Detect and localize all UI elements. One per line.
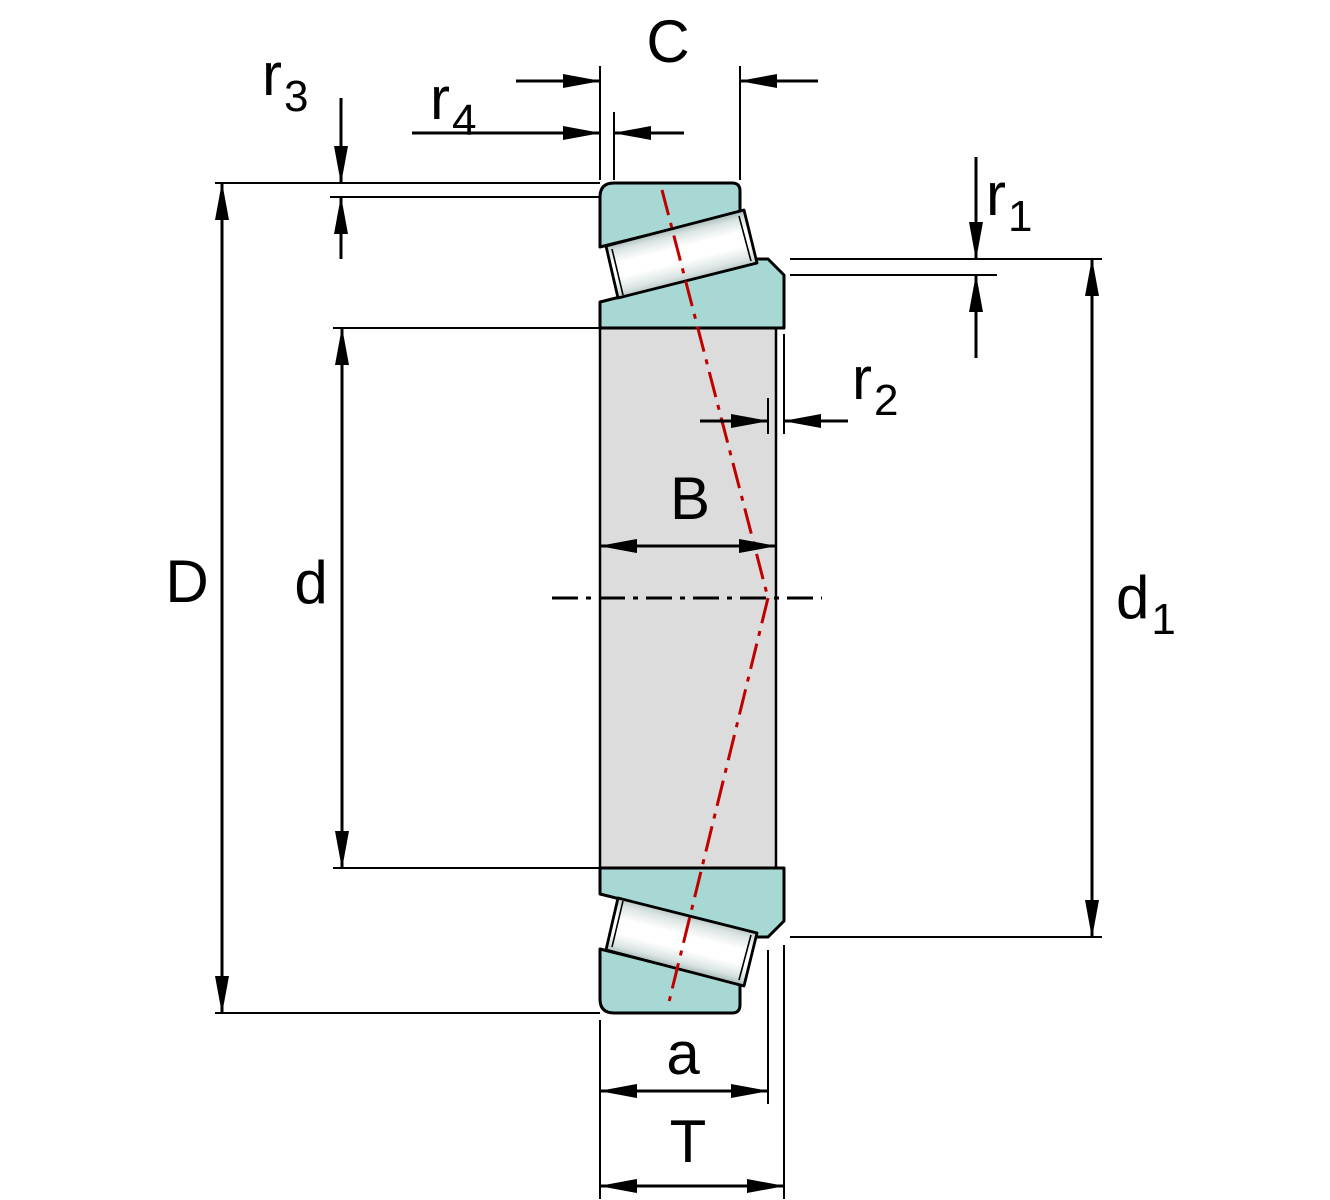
dim-label-T: T xyxy=(670,1108,707,1175)
pressure-line-top xyxy=(660,189,770,599)
dim-label-d: d xyxy=(294,549,327,616)
pressure-line-bottom xyxy=(666,597,770,1007)
dim-label-d1: d1 xyxy=(1116,564,1176,644)
roller-end-line xyxy=(738,934,752,981)
roller-end-line xyxy=(738,215,752,262)
tapered-roller-top xyxy=(604,208,759,300)
dim-label-r4: r4 xyxy=(430,65,476,145)
tapered-roller-bottom xyxy=(604,896,759,988)
roller-end-line xyxy=(611,248,624,296)
roller-end-line xyxy=(611,900,624,948)
dim-label-a: a xyxy=(666,1020,700,1087)
extension-lines xyxy=(215,66,1102,1199)
dim-label-r1: r1 xyxy=(986,161,1032,241)
dimension-lines xyxy=(215,74,1099,1193)
dim-label-C: C xyxy=(646,8,689,75)
dimension-labels: D d d1 r1 r2 r3 r4 B C a T xyxy=(165,8,1176,1175)
outer-ring-bottom-section xyxy=(598,947,742,1015)
outer-ring-top-section xyxy=(598,181,742,249)
dim-label-r3: r3 xyxy=(262,41,308,121)
centre-lines xyxy=(552,189,822,1007)
dim-label-B: B xyxy=(670,465,710,532)
dim-label-D: D xyxy=(165,548,208,615)
dim-label-r2: r2 xyxy=(852,345,898,425)
